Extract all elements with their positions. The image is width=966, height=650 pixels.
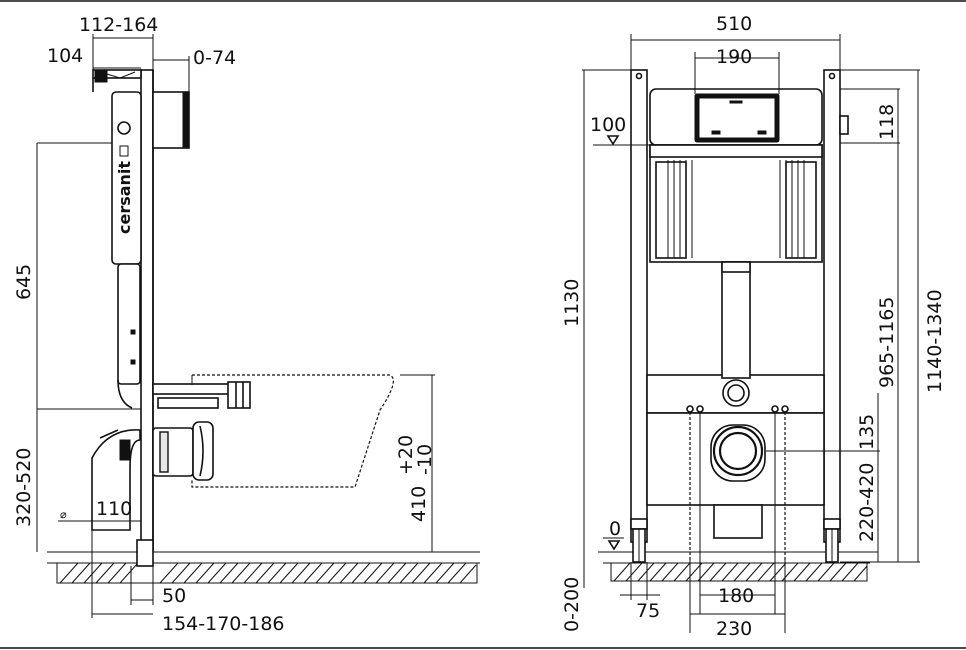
foot-depth-label: 50: [162, 585, 186, 607]
floor-level-label: 0: [609, 518, 621, 540]
foot-width-label: 75: [636, 600, 660, 622]
flush-height-range-label: 965-1165: [876, 297, 898, 388]
bowl-height-label: 410: [408, 486, 430, 522]
dim-foot-depth: 50: [130, 566, 186, 607]
front-guide-lines: [689, 412, 786, 633]
depth-range-label: 112-164: [79, 14, 158, 36]
dim-flush-height: 645: [13, 143, 38, 409]
dim-floor-level: 0: [603, 518, 624, 551]
dim-wall-offset: 0-74: [153, 47, 236, 92]
flush-button-icon: [117, 121, 131, 135]
dim-bracket-offset: 104: [47, 45, 141, 69]
drain-connection-front: [710, 424, 766, 539]
bolt-spacing-outer-label: 230: [716, 618, 752, 640]
flush-pipe-front: [721, 261, 751, 379]
pipe-diameter-label: 110: [96, 498, 132, 520]
dim-frame-height: 1130: [561, 70, 585, 552]
drain-elbow: [91, 429, 141, 531]
dim-bolt-spacing-inner: 180: [700, 585, 775, 607]
flush-pipe-side: [117, 263, 141, 409]
side-floor-hatch: [47, 551, 480, 584]
dim-connection-height: 320-520: [13, 409, 38, 552]
total-height-range-label: 1140-1340: [924, 289, 946, 393]
dim-foot-width: 75: [620, 562, 660, 622]
dim-flush-plate-height: 118: [876, 89, 899, 143]
drain-connector: [152, 421, 214, 481]
side-frame-post: [140, 69, 154, 551]
dim-drain-offset: 135: [856, 393, 879, 451]
drain-offset-label: 135: [856, 414, 878, 450]
wall-offset-label: 0-74: [193, 47, 236, 69]
flush-plate-height-label: 118: [876, 104, 898, 140]
side-frame-foot: [136, 539, 154, 567]
supply-stud: [152, 381, 251, 409]
level-reference-label: 100: [590, 114, 626, 136]
dim-frame-width: 510: [630, 13, 841, 70]
frame-width-label: 510: [716, 13, 752, 35]
connection-height-label: 320-520: [13, 448, 35, 527]
flush-height-label: 645: [13, 264, 35, 300]
diameter-symbol: ⌀: [60, 508, 67, 521]
supply-connection-front: [722, 379, 750, 407]
bracket-offset-label: 104: [47, 45, 83, 67]
flush-plate-width-label: 190: [716, 46, 752, 68]
bolt-spacing-inner-label: 180: [718, 585, 754, 607]
dim-foot-adjust-range: 0-200: [561, 552, 585, 632]
side-view: cersanit: [13, 14, 480, 635]
frame-height-label: 1130: [561, 279, 583, 327]
cistern-side: cersanit: [111, 91, 190, 265]
wall-bracket: [92, 69, 142, 92]
dim-pipe-diameter: ⌀ 110: [58, 498, 141, 618]
dim-bowl-height: 410 +20 -10: [395, 375, 436, 552]
drain-height-range-label: 220-420: [856, 463, 878, 542]
dim-level-reference: 100: [590, 114, 626, 146]
dim-total-height-range: 1140-1340: [917, 70, 946, 562]
dim-flush-plate-width: 190: [694, 46, 780, 94]
dim-frame-depth-options: 154-170-186: [92, 613, 285, 635]
dim-depth-range: 112-164: [79, 14, 158, 70]
dim-flush-height-range: 965-1165: [876, 143, 899, 562]
frame-depth-options-label: 154-170-186: [162, 613, 285, 635]
foot-adjust-range-label: 0-200: [561, 577, 583, 632]
bowl-tolerance-minus: -10: [414, 444, 436, 475]
bowl-tolerance-plus: +20: [395, 435, 417, 475]
front-view: 510 190 100 118 1130 965-1165: [561, 13, 946, 640]
dim-drain-height-range: 220-420: [856, 451, 879, 562]
toilet-bowl-outline: [191, 374, 394, 488]
dim-bolt-spacing-outer: 230: [690, 613, 785, 640]
brand-label: cersanit: [115, 161, 134, 234]
flush-plate: [694, 93, 780, 143]
